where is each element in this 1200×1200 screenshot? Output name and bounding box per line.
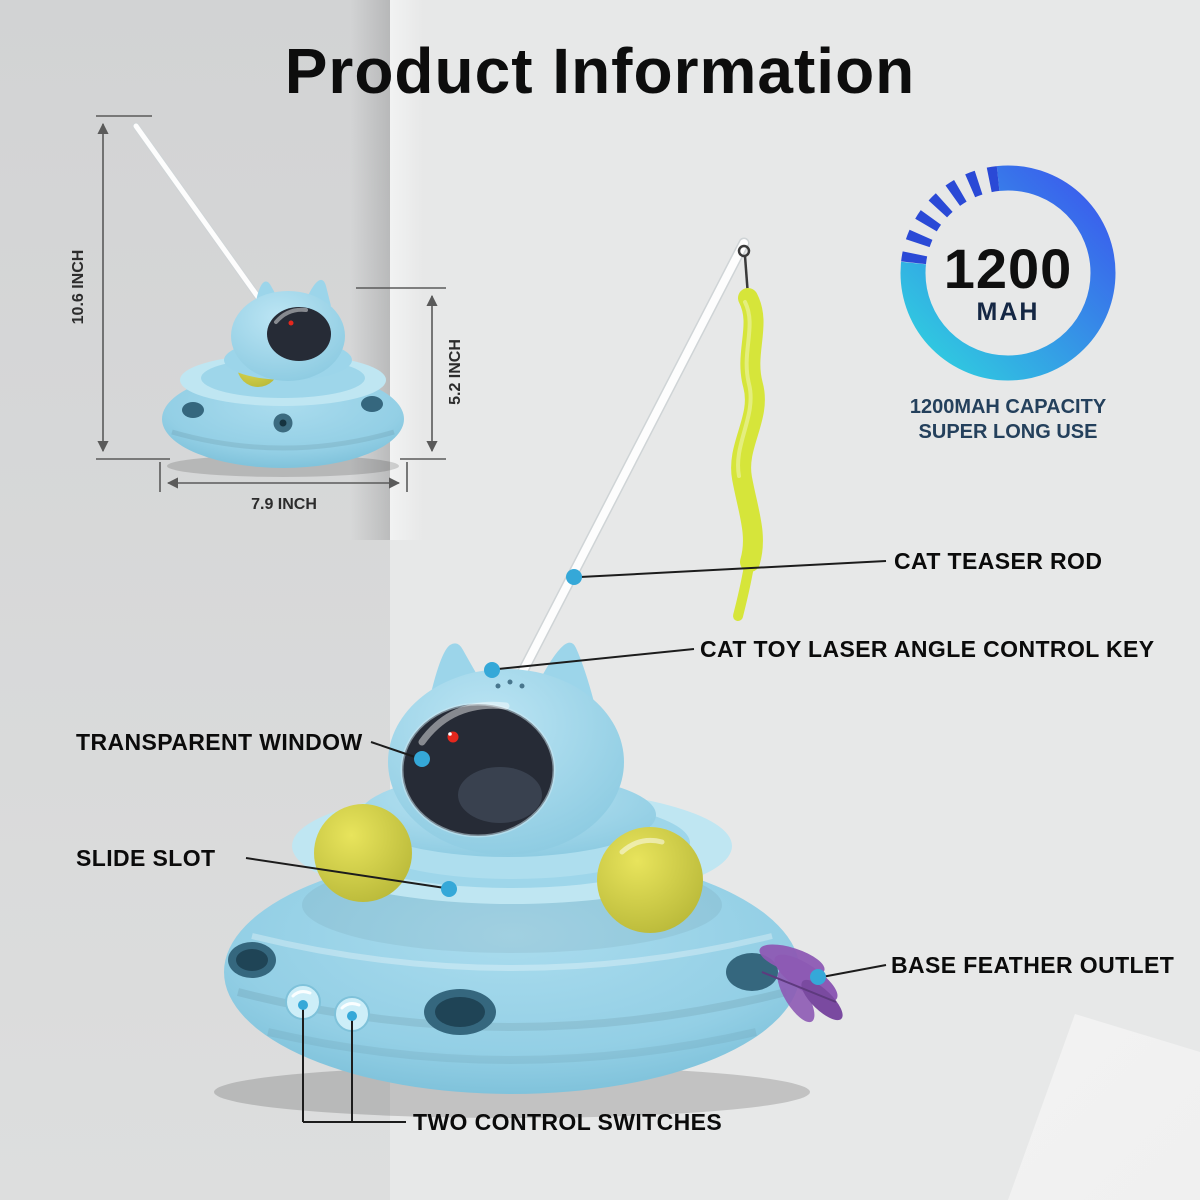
battery-capacity-value: 1200 — [943, 237, 1073, 300]
dimension-label-total-height: 10.6 INCH — [70, 249, 87, 325]
battery-caption-line1: 1200MAH CAPACITY — [909, 396, 1107, 418]
main-product-illustration — [214, 237, 843, 1118]
dimension-line-total-height — [96, 115, 170, 460]
cat-teaser-rod — [504, 239, 748, 704]
gauge-dashed-segment — [901, 166, 1000, 265]
callout-line-window — [370, 741, 419, 759]
callout-dot-slide-slot — [441, 881, 457, 897]
callout-dot-teaser-rod — [566, 569, 582, 585]
callout-label-transparent-window: TRANSPARENT WINDOW — [76, 729, 363, 755]
callout-line-feather-outlet — [821, 964, 887, 978]
small-product-illustration — [132, 122, 404, 477]
transparent-window — [400, 701, 556, 838]
callout-dot-switch-2 — [347, 1011, 357, 1021]
battery-gauge — [899, 164, 1116, 381]
callout-dot-laser-key — [484, 662, 500, 678]
battery-caption-line2: SUPER LONG USE — [918, 421, 1098, 443]
callout-dot-feather-outlet — [810, 969, 826, 985]
battery-capacity-unit: MAH — [976, 298, 1040, 326]
dimension-line-body-height — [356, 287, 446, 460]
callout-label-slide-slot: SLIDE SLOT — [76, 845, 216, 871]
yellow-ball-right — [597, 827, 703, 933]
callout-label-teaser-rod: CAT TEASER ROD — [894, 548, 1103, 574]
dimension-label-width: 7.9 INCH — [251, 496, 317, 513]
base-feather-outlet-hole — [726, 953, 778, 991]
callout-dot-switch-1 — [298, 1000, 308, 1010]
dimension-label-body-height: 5.2 INCH — [447, 339, 464, 405]
dimension-line-width — [159, 462, 408, 492]
callout-label-control-switches: TWO CONTROL SWITCHES — [413, 1109, 723, 1135]
small-window — [267, 307, 331, 361]
callout-label-feather-outlet: BASE FEATHER OUTLET — [891, 952, 1175, 978]
callout-line-teaser-rod — [579, 560, 887, 578]
caterpillar-toy — [731, 288, 765, 621]
callout-dots — [298, 569, 826, 1021]
callout-lines — [245, 560, 887, 1123]
yellow-ball-left — [314, 804, 412, 902]
wall-corner-highlight — [390, 0, 424, 540]
page-title: Product Information — [284, 35, 916, 107]
callout-line-laser-key — [497, 648, 695, 670]
callout-dot-window — [414, 751, 430, 767]
feather — [759, 944, 843, 1023]
callout-line-slide-slot — [245, 857, 446, 889]
callout-label-laser-key: CAT TOY LASER ANGLE CONTROL KEY — [700, 636, 1155, 662]
